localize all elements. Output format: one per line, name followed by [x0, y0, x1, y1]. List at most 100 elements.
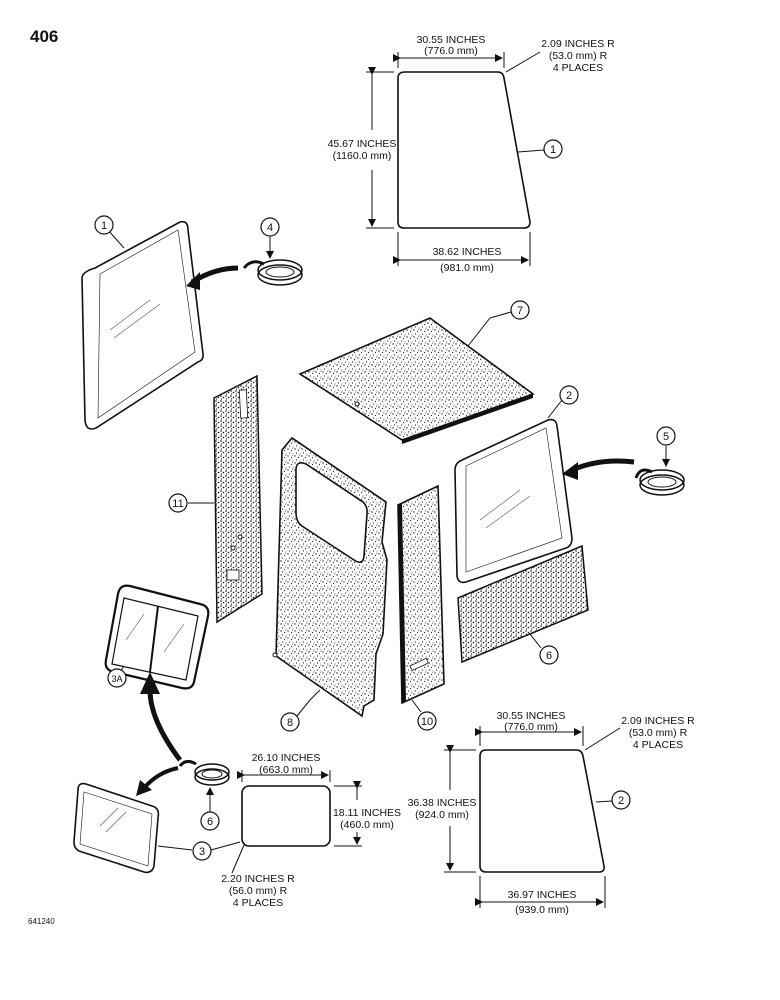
glass-2-top-width-mm: (776.0 mm): [504, 721, 558, 733]
callout-9-label: 10: [421, 716, 433, 728]
callout-9-leader: [411, 699, 422, 713]
glass-1-radius-mm: (53.0 mm) R: [549, 50, 608, 62]
glass-1-bottom-width-mm: (981.0 mm): [440, 262, 494, 274]
callout-5: [656, 426, 676, 446]
callout-1-leader: [517, 149, 545, 153]
callout-3-leader-a: [157, 845, 193, 851]
callout-2-lower-leader: [595, 800, 613, 803]
glass-2-radius-mm: (53.0 mm) R: [629, 727, 688, 739]
callout-3a: [107, 668, 127, 688]
callout-1-left: [94, 215, 114, 235]
glass-2-places: 4 PLACES: [633, 739, 683, 751]
callout-9: [417, 711, 437, 731]
callout-4: [260, 217, 280, 237]
glass-3-radius: 2.20 INCHES R: [221, 873, 295, 885]
panel-11-hole-a: [237, 534, 243, 540]
callout-7-label: 7: [517, 305, 523, 317]
glass-3-top-dimension: [237, 770, 331, 782]
glass-2-bottom-dimension: [475, 876, 606, 908]
panel-11: [213, 374, 263, 624]
panel-9: [397, 484, 445, 705]
callout-8-leader: [309, 689, 321, 701]
glass-1-bottom-dimension: [393, 232, 531, 266]
callout-2-upper: [559, 385, 579, 405]
callout-3: [192, 841, 212, 861]
arrow-to-glass-3-head: [136, 780, 152, 796]
seal-roll-6: [178, 759, 230, 786]
panel-8: [275, 436, 388, 718]
glass-1-top-dimension: [393, 52, 505, 68]
glass-1-radius: 2.09 INCHES R: [541, 38, 615, 50]
callout-7: [510, 300, 530, 320]
glass-3-height: 18.11 INCHES: [333, 807, 401, 819]
glass-2-outline: [479, 749, 605, 873]
side-glass-right: [454, 418, 573, 584]
panel-9-edge: [398, 503, 406, 703]
glass-1-height: 45.67 INCHES: [328, 138, 397, 150]
glass-3-top-width-mm: (663.0 mm): [259, 764, 313, 776]
page-number: 406: [30, 27, 59, 46]
callout-8-label: 8: [287, 717, 293, 729]
callout-1-left-label: 1: [101, 220, 107, 232]
callout-5-label: 5: [663, 431, 669, 443]
callout-8: [280, 712, 300, 732]
glass-2-bottom-width: 36.97 INCHES: [508, 889, 577, 901]
roof-hole: [354, 401, 360, 407]
glass-1-bottom-width: 38.62 INCHES: [433, 246, 502, 258]
callout-3-label: 3: [199, 846, 205, 858]
glass-1-places: 4 PLACES: [553, 62, 603, 74]
glass-2-bottom-width-mm: (939.0 mm): [515, 904, 569, 916]
arrow-seal-5: [571, 458, 635, 473]
callout-7-leader: [467, 317, 491, 347]
callout-10-label: 6: [546, 650, 552, 662]
callout-6-label: 6: [207, 816, 213, 828]
seal-roll-4: [242, 259, 303, 286]
callout-11: [168, 493, 188, 513]
callout-1-left-leader: [107, 229, 125, 249]
arrow-to-3a: [147, 689, 183, 762]
glass-3-radius-leader: [231, 844, 245, 874]
glass-1-radius-leader: [505, 51, 541, 73]
callout-6: [200, 811, 220, 831]
panel-8-hole: [272, 652, 278, 658]
arrow-to-3a-head: [140, 672, 160, 694]
callout-1-upper-label: 1: [550, 144, 556, 156]
seal-roll-5: [634, 468, 685, 496]
glass-2-top-width: 30.55 INCHES: [497, 710, 566, 722]
callout-3a-label: 3A: [111, 674, 122, 684]
callout-3-leader-b: [210, 841, 241, 851]
figure-code: 641240: [28, 917, 55, 926]
glass-3-top-width: 26.10 INCHES: [252, 752, 321, 764]
panel-11-slot: [238, 389, 249, 419]
glass-2-radius-leader: [584, 727, 621, 751]
callout-2-lower: [611, 790, 631, 810]
glass-2-top-dimension: [475, 726, 584, 746]
callout-8-leader-b: [296, 699, 311, 717]
panel-10: [457, 544, 589, 664]
glass-2-height-dimension: [444, 745, 476, 873]
glass-1-height-dimension: [366, 67, 394, 229]
arrow-seal-4-head: [186, 272, 200, 290]
callout-7-leader-b: [489, 311, 512, 319]
callout-11-label: 11: [172, 498, 183, 510]
callout-10-leader: [529, 633, 542, 649]
sliding-window-3a: [104, 584, 210, 690]
glass-3-places: 4 PLACES: [233, 897, 283, 909]
arrow-to-glass-3: [142, 766, 179, 790]
roof-panel-7-edge: [402, 394, 533, 444]
side-glass-left: [81, 220, 204, 430]
glass-3-height-dimension: [334, 781, 362, 847]
panel-9-slot: [409, 657, 429, 672]
panel-11-window: [226, 569, 240, 581]
glass-2-height: 36.38 INCHES: [408, 797, 477, 809]
callout-2-lower-label: 2: [618, 795, 624, 807]
glass-3-radius-mm: (56.0 mm) R: [229, 885, 288, 897]
glass-1-top-width: 30.55 INCHES: [417, 34, 486, 46]
glass-2-height-mm: (924.0 mm): [415, 809, 469, 821]
callout-10: [539, 645, 559, 665]
panel-8-window-cutout: [295, 462, 368, 564]
callout-2-upper-label: 2: [566, 390, 572, 402]
glass-3-perspective: [73, 782, 160, 874]
callout-1-upper: [543, 139, 563, 159]
